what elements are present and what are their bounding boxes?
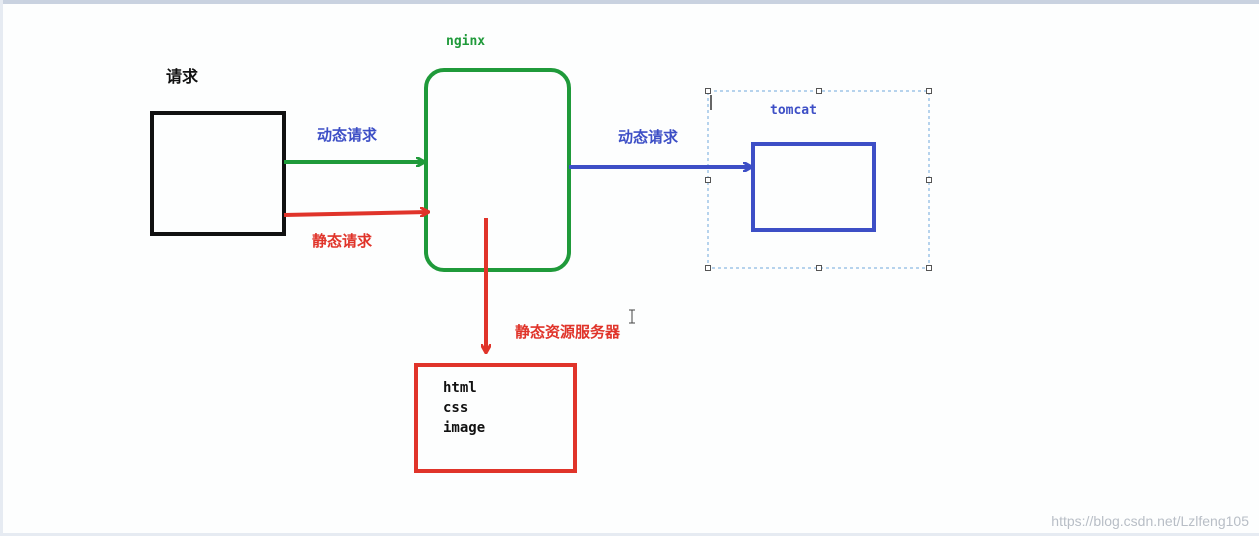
static-request-label: 静态请求 <box>312 232 373 250</box>
static-file-html: html <box>443 380 477 396</box>
tomcat-box[interactable] <box>751 142 876 232</box>
static-file-list: html css image <box>443 378 485 438</box>
static-resource-server-label: 静态资源服务器 <box>515 323 621 341</box>
nginx-box[interactable] <box>424 68 571 272</box>
nginx-label: nginx <box>446 34 486 49</box>
client-box[interactable] <box>150 111 286 236</box>
static-file-css: css <box>443 400 469 416</box>
left-border <box>0 0 3 536</box>
client-request-label: 请求 <box>166 67 199 86</box>
dynamic-request-label-right: 动态请求 <box>618 128 679 146</box>
tomcat-selection-frame[interactable] <box>707 90 930 269</box>
selection-handles[interactable] <box>705 88 932 271</box>
static-file-image: image <box>443 420 486 436</box>
static-server-box[interactable] <box>414 363 577 473</box>
bottom-border <box>0 533 1259 536</box>
watermark: https://blog.csdn.net/Lzlfeng105 <box>1051 513 1249 529</box>
ibeam-cursor-icon <box>629 309 635 324</box>
dynamic-request-label-left: 动态请求 <box>317 126 378 144</box>
static-request-arrow-client-to-nginx <box>283 212 428 215</box>
tomcat-label: tomcat <box>770 103 817 118</box>
top-border <box>0 0 1259 4</box>
